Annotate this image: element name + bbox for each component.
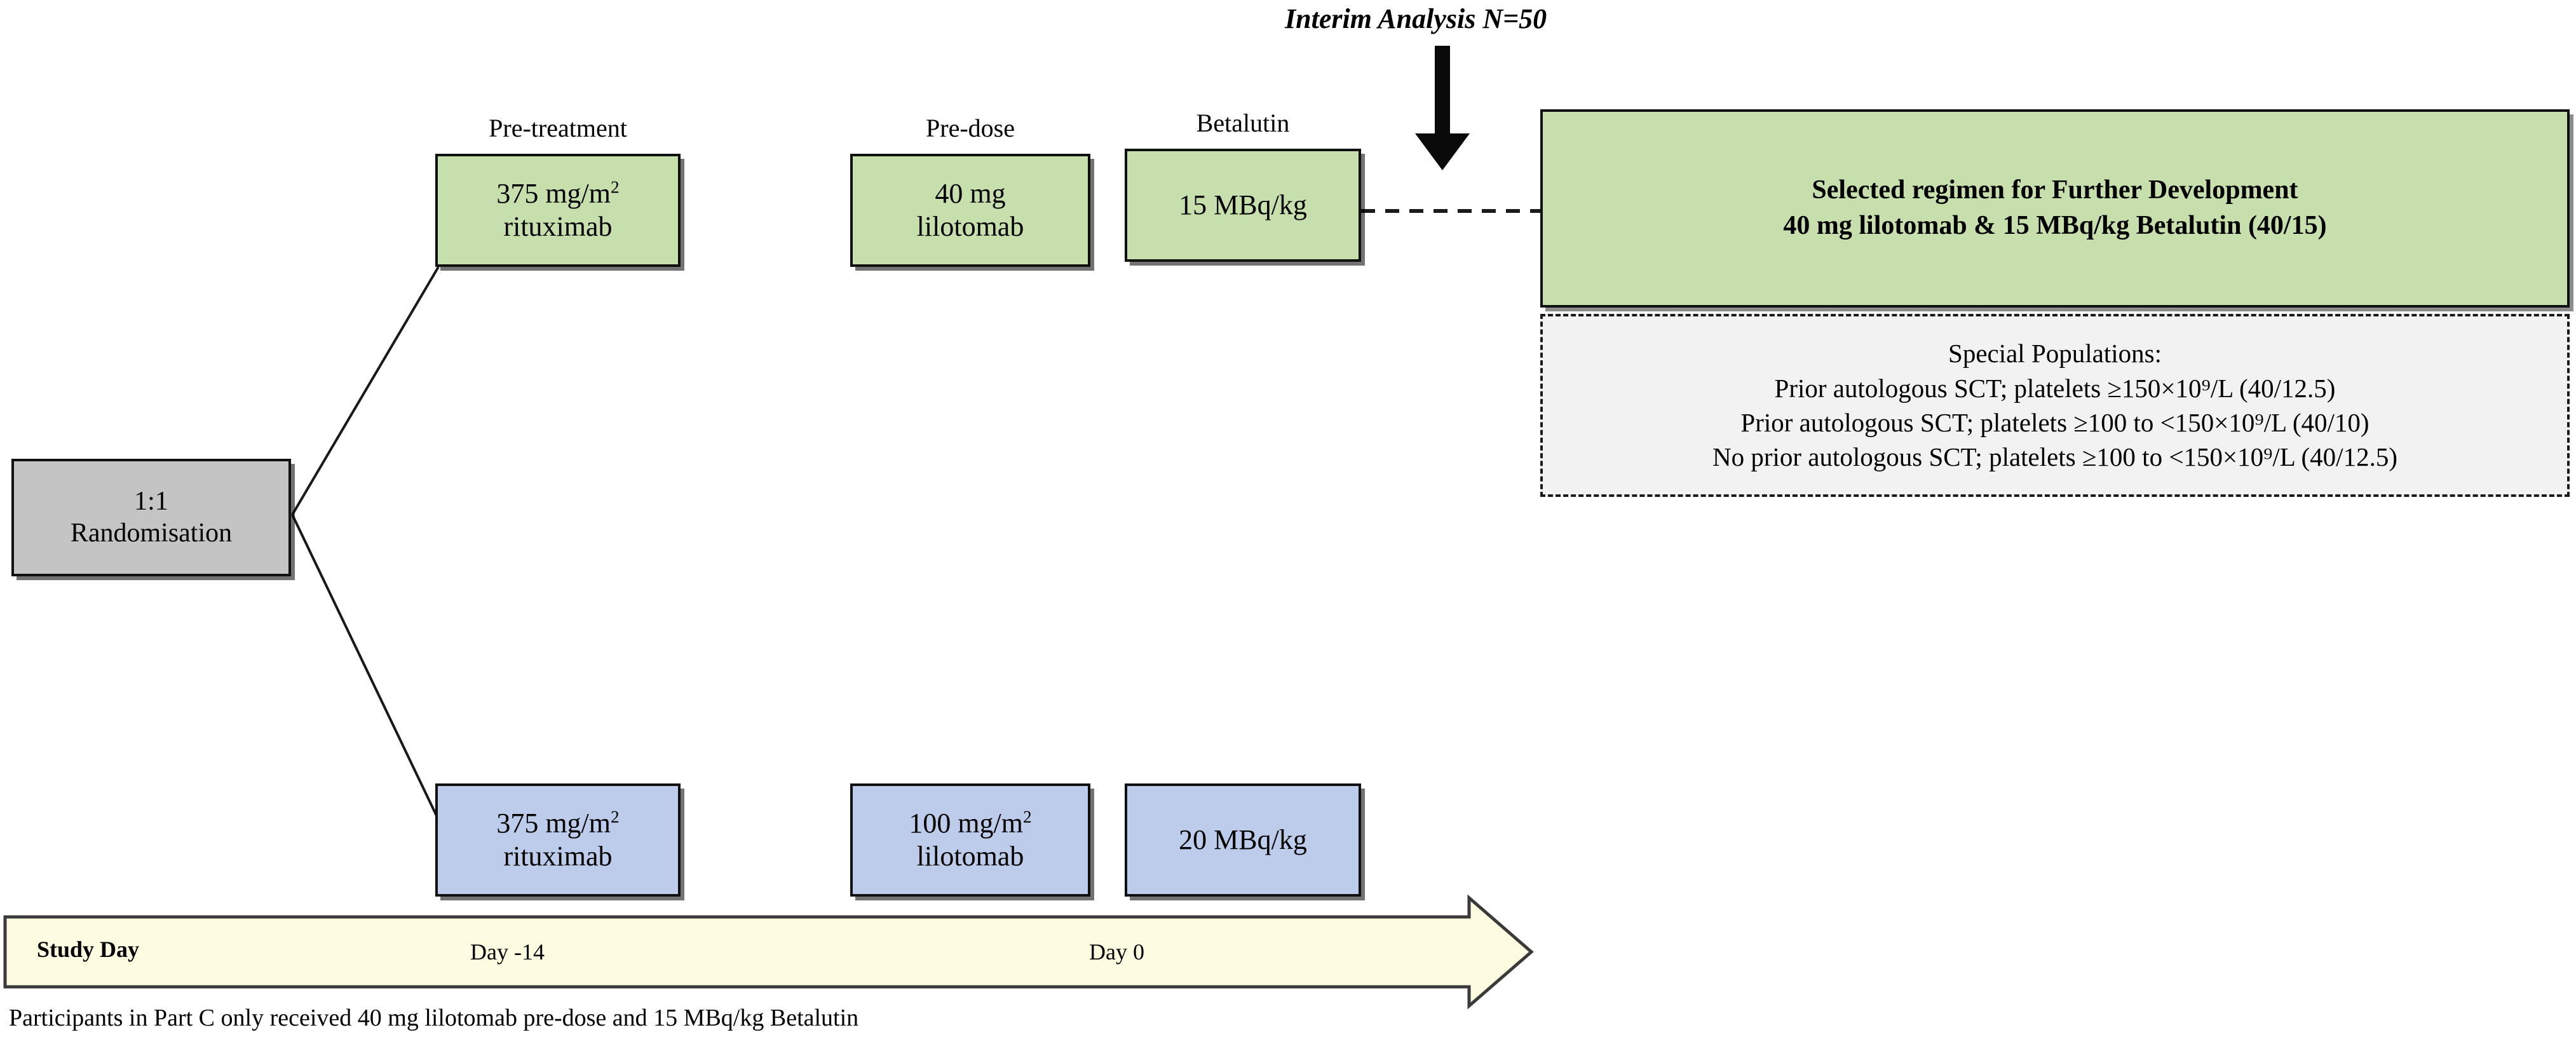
timeline-axis-label: Study Day: [37, 937, 140, 962]
selected-regimen-line-2: 40 mg lilotomab & 15 MBq/kg Betalutin (4…: [1783, 211, 2327, 240]
arm-b-lilotomab-dose: 100 mg/m2: [909, 807, 1032, 839]
arm-a-rituximab-sup: 2: [611, 177, 620, 197]
arm-b-rituximab-sup: 2: [611, 807, 620, 827]
column-label-pre-dose: Pre-dose: [926, 114, 1015, 142]
arm-a-betalutin-dose: 15 MBq/kg: [1179, 189, 1307, 221]
arm-a-lilotomab-name: lilotomab: [916, 211, 1024, 242]
arm-b-lilotomab-name: lilotomab: [916, 841, 1024, 872]
interim-analysis-label: Interim Analysis N=50: [1285, 3, 1547, 34]
arm-a-rituximab-dose: 375 mg/m2: [496, 177, 620, 210]
randomisation-to-arm-b-line: [291, 514, 440, 820]
randomisation-text: Randomisation: [70, 518, 233, 548]
arm-a-lilotomab-dose: 40 mg: [935, 178, 1006, 210]
column-label-pre-treatment: Pre-treatment: [489, 114, 627, 142]
study-day-timeline-arrow: [3, 894, 1534, 1010]
arm-a-rituximab-box: 375 mg/m2 rituximab: [435, 154, 681, 267]
arm-b-betalutin-dose: 20 MBq/kg: [1179, 824, 1307, 856]
randomisation-to-arm-a-line: [291, 266, 440, 516]
interim-analysis-arrow-icon: [1415, 46, 1470, 170]
arm-a-rituximab-name: rituximab: [503, 211, 613, 242]
arm-b-lilotomab-sup: 2: [1023, 807, 1032, 827]
special-populations-row-3: No prior autologous SCT; platelets ≥100 …: [1712, 442, 2397, 472]
special-populations-row-1: Prior autologous SCT; platelets ≥150×10⁹…: [1774, 373, 2336, 403]
arm-a-lilotomab-box: 40 mg lilotomab: [850, 154, 1090, 267]
arm-b-lilotomab-box: 100 mg/m2 lilotomab: [850, 783, 1090, 897]
footnote-text: Participants in Part C only received 40 …: [9, 1005, 859, 1031]
randomisation-ratio: 1:1: [134, 486, 168, 516]
selected-regimen-panel: Selected regimen for Further Development…: [1540, 109, 2570, 308]
timeline-tick-day-0: Day 0: [1089, 939, 1144, 965]
arm-b-betalutin-box: 20 MBq/kg: [1125, 783, 1361, 897]
arm-b-rituximab-box: 375 mg/m2 rituximab: [435, 783, 681, 897]
column-label-betalutin: Betalutin: [1196, 109, 1290, 137]
special-populations-row-2: Prior autologous SCT; platelets ≥100 to …: [1740, 408, 2369, 437]
arm-b-rituximab-dose: 375 mg/m2: [496, 807, 620, 839]
arm-b-rituximab-name: rituximab: [503, 841, 613, 872]
special-populations-heading: Special Populations:: [1948, 339, 2162, 369]
selected-regimen-line-1: Selected regimen for Further Development: [1812, 175, 2298, 205]
special-populations-panel: Special Populations: Prior autologous SC…: [1540, 314, 2570, 497]
arm-a-betalutin-box: 15 MBq/kg: [1125, 149, 1361, 262]
timeline-tick-day-minus-14: Day -14: [470, 939, 545, 965]
randomisation-box: 1:1 Randomisation: [11, 459, 291, 576]
